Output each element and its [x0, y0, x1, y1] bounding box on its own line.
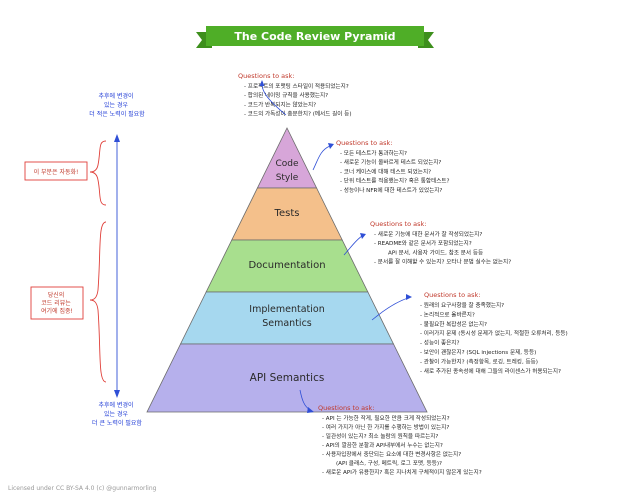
question-item: - 코드의 가독성이 충분한지? (메서드 길이 등) — [244, 110, 352, 118]
focus-box-line-3: 여기에 집중! — [41, 307, 73, 315]
question-item: - 문서를 잘 이해할 수 있는지? 오타나 문법 실수는 없는지? — [374, 258, 511, 266]
question-item: API 문서, 사용자 가이드, 참조 문서 등등 — [388, 248, 483, 256]
pyramid-labels: CodeStyleTestsDocumentationImplementatio… — [248, 159, 325, 384]
question-item: - API 는 가능한 작게, 필요한 만큼 크게 작성되었는지? — [322, 414, 450, 422]
effort-axis-head-bottom — [114, 390, 120, 398]
question-item: - 새로운 기능에 대한 문서가 잘 작성되었는지? — [374, 230, 482, 238]
question-item: - 코너 케이스에 대해 테스트 되었는지? — [340, 167, 431, 175]
question-item: - 이러가지 문제 (동시성 문제가 없는지, 적절한 오류처리, 등등) — [420, 329, 568, 337]
layer-label-documentation-1: Documentation — [248, 260, 325, 271]
questions-heading: Questions to ask: — [318, 404, 374, 412]
automate-box — [24, 161, 88, 181]
question-item: - 프로젝트의 포맷팅 스타일이 적용되었는지? — [244, 82, 349, 90]
questions-heading: Questions to ask: — [424, 291, 480, 299]
question-item: - 합의된 네이밍 규칙을 사용했는지? — [244, 91, 328, 99]
bottom-note-line-1: 추후에 변경이 — [99, 401, 134, 409]
question-item: - 새로 추가된 종속성에 대해 그들의 라이센스가 허용되는지? — [420, 367, 561, 375]
arrow-code-style — [261, 83, 287, 116]
arrowhead-code-style — [259, 80, 265, 86]
question-item: - README와 같은 문서가 포함되었는지? — [374, 239, 472, 247]
layer-label-code-style-2: Style — [276, 173, 299, 183]
questions-implementation-semantics: Questions to ask: - 원래의 요구사항을 잘 충족했는지?- 논… — [420, 291, 568, 375]
top-note: 추후에 변경이 있는 경우 더 적은 노력이 필요함 — [89, 92, 145, 118]
question-item: - 단위 테스트를 적용했는지? 혹은 통합테스트? — [340, 177, 450, 185]
layer-label-api-semantics-1: API Semantics — [250, 372, 325, 384]
question-item: - 보안이 괜찮은지? (SQL injections 문제, 등등) — [420, 348, 536, 356]
questions-heading: Questions to ask: — [336, 139, 392, 147]
question-sections: Questions to ask: - 프로젝트의 포맷팅 스타일이 적용되었는지… — [238, 72, 568, 476]
focus-box-line-1: 당신의 — [48, 291, 65, 299]
arrow-implementation — [371, 297, 409, 321]
title-banner: The Code Review Pyramid — [196, 26, 434, 48]
question-item: - 일관성이 있는지? 최소 놀람의 원칙을 따르는지? — [322, 432, 438, 440]
question-item: - 모든 테스트가 통과하는지? — [340, 149, 407, 157]
question-item: - 논리적으로 올바른지? — [420, 310, 475, 318]
brace-focus — [89, 221, 107, 383]
question-item: - 여러 가지가 아닌 한 가지를 수행하는 방법이 있는지? — [322, 423, 449, 431]
license-footer: Licensed under CC BY-SA 4.0 (c) @gunnarm… — [8, 485, 157, 492]
question-item: - 원래의 요구사항을 잘 충족했는지? — [420, 301, 504, 309]
arrow-documentation — [343, 235, 363, 256]
effort-axis-head-top — [114, 134, 120, 142]
top-note-line-2: 있는 경우 — [104, 101, 128, 109]
layer-label-tests-1: Tests — [274, 208, 300, 219]
question-item: - 코드가 반복되지는 않았는지? — [244, 100, 316, 108]
arrowhead-implementation — [406, 294, 412, 300]
arrowhead-api — [307, 407, 314, 413]
questions-code-style: Questions to ask: - 프로젝트의 포맷팅 스타일이 적용되었는지… — [238, 72, 352, 118]
questions-documentation: Questions to ask: - 새로운 기능에 대한 문서가 잘 작성되었… — [370, 220, 511, 266]
layer-label-implementation-semantics-2: Semantics — [262, 318, 312, 329]
banner-body — [206, 26, 424, 46]
arrow-tests — [312, 145, 331, 171]
questions-heading: Questions to ask: — [238, 72, 294, 80]
question-item: - 성능이나 NFR에 대한 테스트가 있었는지? — [340, 186, 442, 194]
top-note-line-1: 추후에 변경이 — [99, 92, 134, 100]
brace-automate — [89, 140, 107, 206]
arrowhead-documentation — [360, 233, 366, 239]
questions-tests: Questions to ask: - 모든 테스트가 통과하는지?- 새로운 기… — [336, 139, 450, 194]
questions-api-semantics: Questions to ask: - API 는 가능한 작게, 필요한 만큼 … — [318, 404, 482, 476]
question-item: - 관찰이 가능한지? (측정항목, 로깅, 트레킹, 등등) — [420, 357, 538, 365]
questions-heading: Questions to ask: — [370, 220, 426, 228]
question-item: - 새로운 API가 유용한지? 혹은 지나치게 구체적이지 않은게 있는지? — [322, 468, 482, 476]
question-item: - API의 깔끔한 분할과 API내부에서 누수는 없는지? — [322, 441, 443, 449]
pyramid — [146, 127, 428, 413]
automate-box-text: 이 부분은 자동화! — [34, 168, 79, 176]
arrowhead-tests — [328, 143, 334, 149]
bottom-note-line-2: 있는 경우 — [104, 410, 128, 418]
layer-api-semantics — [146, 343, 428, 413]
left-panel: 추후에 변경이 있는 경우 더 적은 노력이 필요함 추후에 변경이 있는 경우… — [24, 92, 145, 427]
question-item: (API 클래스, 구성, 메트릭, 로그 포맷, 등등)? — [336, 459, 442, 467]
focus-box-line-2: 코드 리뷰는 — [41, 299, 71, 307]
question-item: - 불필요한 복잡성은 없는지? — [420, 320, 487, 328]
focus-box-text: 당신의 코드 리뷰는 여기에 집중! — [41, 291, 73, 315]
question-item: - 성능이 좋은지? — [420, 339, 459, 347]
bottom-note-line-3: 더 큰 노력이 필요함 — [92, 419, 142, 427]
bottom-note: 추후에 변경이 있는 경우 더 큰 노력이 필요함 — [92, 401, 142, 427]
connector-arrows — [259, 80, 412, 413]
top-note-line-3: 더 적은 노력이 필요함 — [89, 110, 145, 118]
page-title: The Code Review Pyramid — [234, 30, 395, 43]
layer-label-code-style-1: Code — [275, 159, 299, 169]
focus-box — [30, 286, 84, 320]
question-item: - 새로운 기능이 올바르게 테스트 되었는지? — [340, 158, 441, 166]
question-item: - 사용자입장에서 중단되는 요소에 대한 변경사항은 없는지? — [322, 450, 461, 458]
layer-label-implementation-semantics-1: Implementation — [249, 304, 324, 315]
